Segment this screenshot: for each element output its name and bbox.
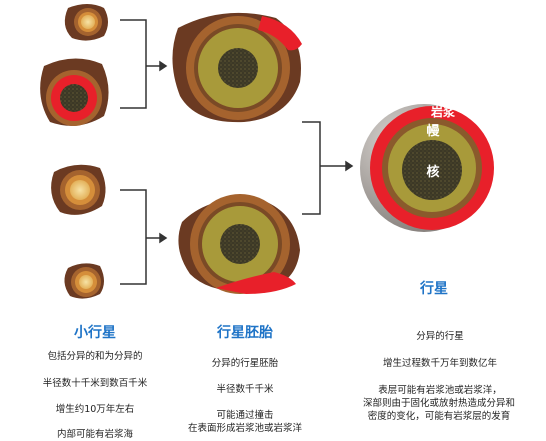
label-core: 核	[426, 164, 439, 180]
merge-arrow-top	[120, 19, 168, 109]
planetesimal-line-1: 包括分异的和为分异的	[47, 351, 143, 362]
planetesimal-line-3: 增生约10万年左右	[55, 404, 135, 415]
embryo-line-3: 可能通过撞击	[216, 410, 274, 421]
planetesimal-2-molten	[40, 58, 109, 126]
planet-line-1: 分异的行星	[416, 331, 464, 342]
planetesimal-3	[51, 164, 106, 215]
planetesimal-line-2: 半径数十千米到数百千米	[42, 378, 148, 389]
planet-title: 行星	[420, 281, 448, 297]
embryo-line-1: 分异的行星胚胎	[211, 358, 279, 369]
embryo-title: 行星胚胎	[217, 325, 273, 341]
label-mantle: 幔	[426, 123, 440, 139]
label-magma: 岩浆	[430, 104, 456, 119]
planetesimal-title: 小行星	[74, 325, 116, 341]
embryo-bottom	[178, 194, 300, 294]
planetesimal-4	[64, 263, 104, 299]
merge-arrow-final	[302, 121, 354, 215]
embryo-line-2: 半径数千千米	[216, 384, 274, 395]
planetesimal-1	[64, 4, 108, 41]
planet-line-2: 增生过程数千万年到数亿年	[382, 358, 497, 369]
planet-line-4: 深部则由于固化或放射热造成分异和	[362, 398, 515, 409]
merge-arrow-bottom	[120, 189, 168, 285]
planet-line-5: 密度的变化，可能有岩浆层的发育	[367, 411, 511, 422]
planetesimal-line-4: 内部可能有岩浆海	[56, 429, 133, 440]
planet-line-3: 表层可能有岩浆池或岩浆洋，	[378, 385, 502, 396]
embryo-top	[172, 12, 302, 123]
embryo-line-4: 在表面形成岩浆池或岩浆洋	[187, 423, 302, 434]
planet-final	[360, 104, 494, 232]
